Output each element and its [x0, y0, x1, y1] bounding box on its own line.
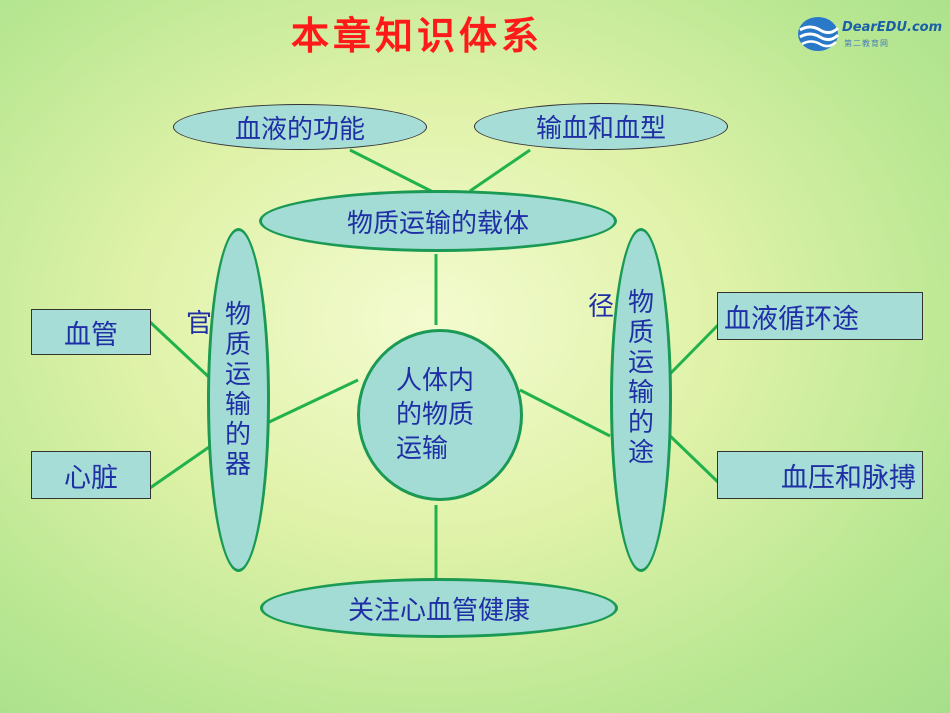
connector-transfusion-to-carrier [469, 148, 531, 193]
node-blood-circulation: 血液循环途 [717, 292, 923, 340]
connector-right-to-circulation [664, 321, 722, 380]
dearedu-logo: DearEDU.com 第二教育网 [796, 14, 942, 58]
pathways-label: 物质运输的途 [627, 288, 654, 468]
logo-brand-text: DearEDU.com [842, 20, 943, 35]
node-center: 人体内的物质运输 [357, 329, 523, 501]
logo-sub-text: 第二教育网 [844, 39, 889, 48]
page-title: 本章知识体系 [290, 13, 543, 58]
node-blood-pressure-pulse: 血压和脉搏 [717, 451, 923, 499]
connector-left-to-vessel [148, 320, 214, 382]
pathways-label-suffix: 径 [588, 292, 615, 322]
node-cardiovascular-health: 关注心血管健康 [260, 578, 618, 638]
connector-right-to-pressure [664, 430, 722, 486]
node-transport-carrier: 物质运输的载体 [259, 190, 617, 252]
node-blood-function: 血液的功能 [173, 104, 427, 150]
wave-logo-icon [798, 17, 840, 51]
node-transport-pathways [610, 228, 672, 572]
connector-center-to-right [519, 388, 611, 438]
connector-function-to-carrier [349, 148, 436, 195]
connector-left-to-heart [149, 443, 213, 490]
node-blood-transfusion: 输血和血型 [474, 103, 728, 150]
node-blood-vessel: 血管 [31, 309, 151, 355]
node-transport-organs [207, 228, 270, 572]
organs-label: 物质运输的器 [224, 300, 251, 480]
node-heart: 心脏 [31, 451, 151, 499]
center-label: 人体内的物质运输 [396, 366, 475, 464]
organs-label-suffix: 官 [186, 309, 213, 339]
